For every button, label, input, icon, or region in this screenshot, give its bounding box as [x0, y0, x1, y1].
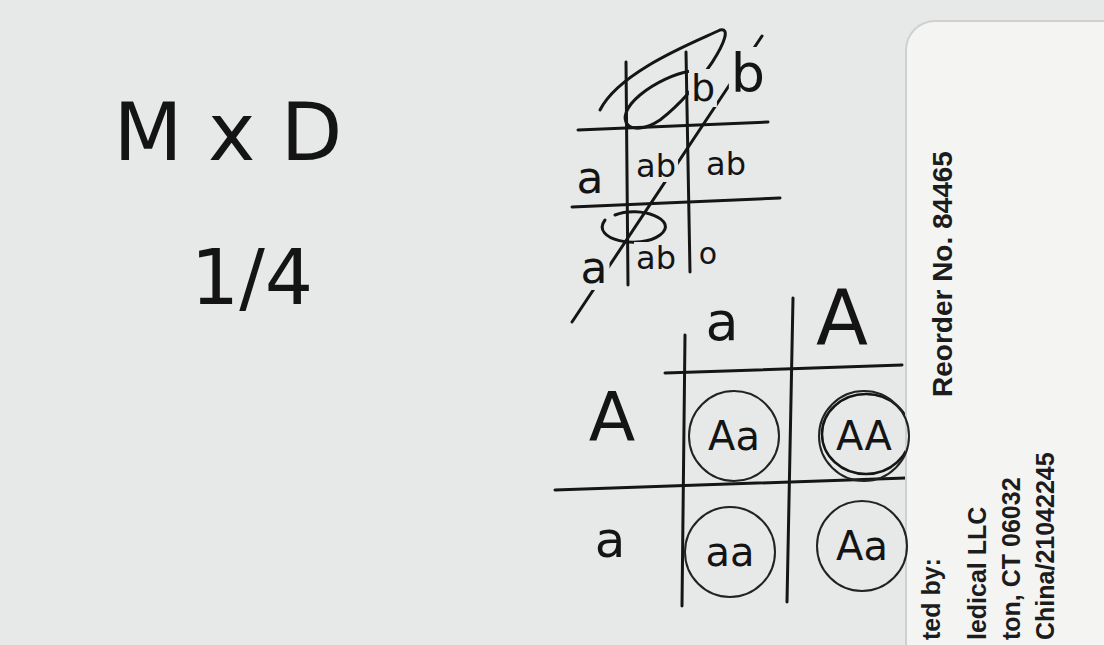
grid-line: [682, 335, 685, 606]
circled-genotype: Aa: [688, 390, 780, 482]
handwritten-note: a: [579, 246, 610, 290]
handwritten-note: a: [705, 295, 738, 349]
handwritten-note: A: [816, 280, 868, 356]
genotype-text: Aa: [836, 526, 888, 566]
label-line: Reorder No. 84465: [929, 151, 957, 397]
handwritten-note: A: [589, 384, 636, 452]
grid-line: [555, 478, 906, 490]
grid-line: [578, 122, 768, 130]
genotype-text: aa: [705, 532, 754, 572]
handwritten-note: o: [697, 239, 719, 269]
handwritten-note: ab: [634, 150, 678, 182]
genotype-text: Aa: [708, 416, 760, 456]
handwritten-note: a: [595, 515, 626, 565]
handwritten-note: b: [729, 47, 767, 101]
handwritten-note: 1/4: [191, 240, 313, 316]
handwritten-note: b: [689, 69, 717, 107]
label-line: ton, CT 06032: [999, 477, 1024, 640]
scribble: [600, 30, 725, 128]
scribble: [602, 212, 665, 242]
label-line: ted by:: [919, 558, 944, 640]
circled-genotype: aa: [684, 506, 776, 598]
grid-line: [626, 62, 628, 285]
grid-line: [665, 365, 902, 373]
grid-line: [787, 298, 793, 602]
circled-genotype: Aa: [816, 500, 908, 592]
extra-circle: [822, 394, 910, 474]
circled-genotype: AA: [818, 390, 910, 482]
product-label: Reorder No. 84465 ted by: ledical LLC ton, …: [905, 20, 1104, 645]
handwritten-note: M x D: [114, 93, 343, 173]
handwritten-note: a: [575, 156, 606, 200]
genotype-text: AA: [836, 416, 892, 456]
label-line: ledical LLC: [965, 507, 990, 640]
label-line: China/21042245: [1033, 452, 1058, 640]
handwritten-note: ab: [704, 148, 748, 180]
handwritten-note: ab: [634, 242, 678, 274]
ink-lines: [555, 30, 910, 606]
